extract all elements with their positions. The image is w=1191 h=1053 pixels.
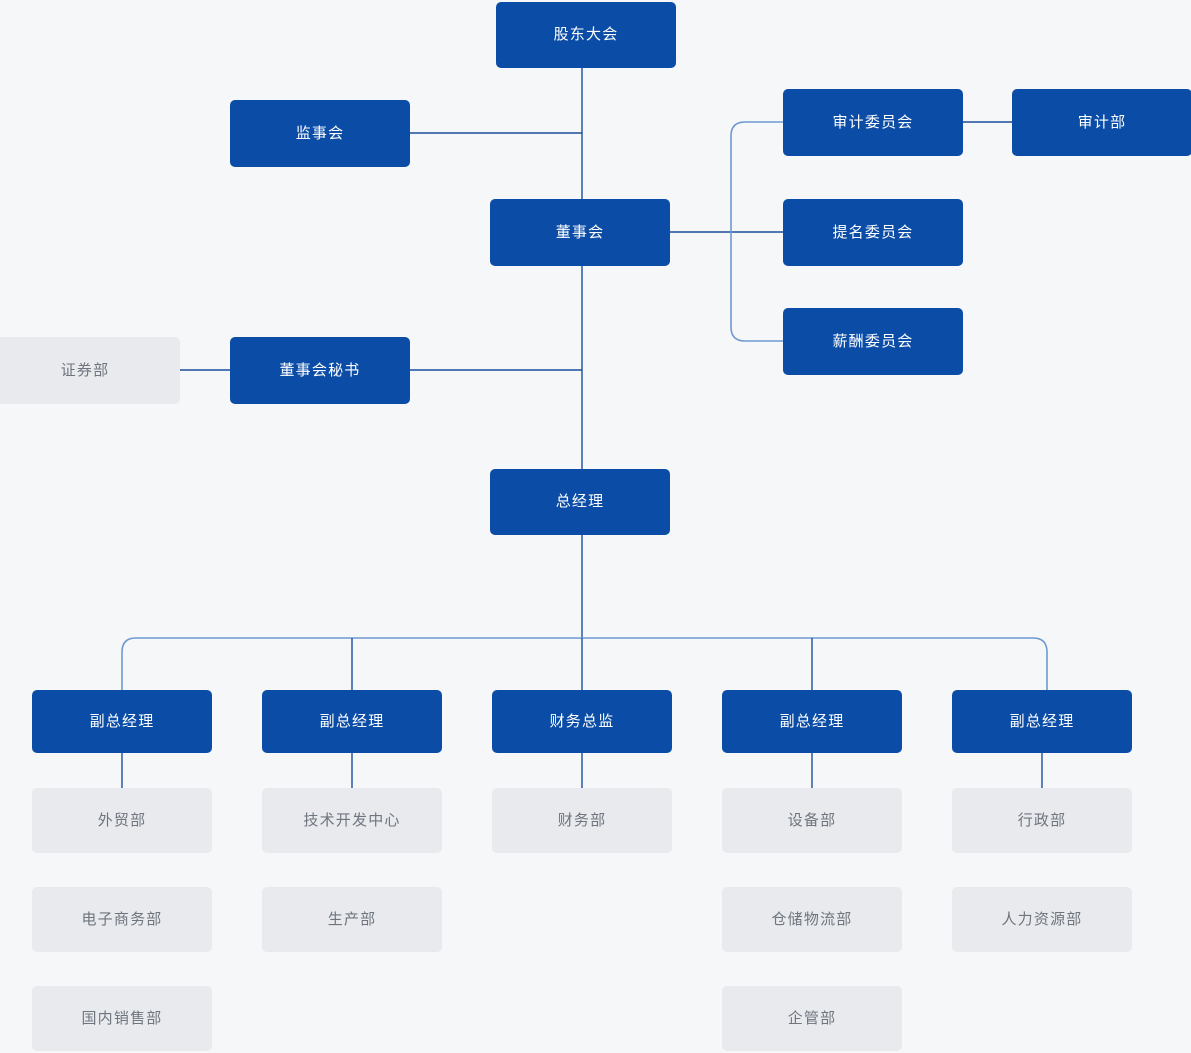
node-general-manager[interactable]: 总经理 <box>490 469 670 535</box>
node-label: 董事会秘书 <box>279 361 361 379</box>
node-label: 副总经理 <box>319 712 385 730</box>
node-deputy-gm-4[interactable]: 副总经理 <box>952 690 1132 753</box>
node-audit-department[interactable]: 审计部 <box>1012 89 1191 156</box>
node-label: 薪酬委员会 <box>832 332 914 350</box>
node-label: 国内销售部 <box>81 1009 163 1027</box>
node-label: 总经理 <box>555 493 605 511</box>
node-nomination-committee[interactable]: 提名委员会 <box>783 199 963 266</box>
node-label: 人力资源部 <box>1001 910 1083 928</box>
node-deputy-gm-3[interactable]: 副总经理 <box>722 690 902 753</box>
node-label: 生产部 <box>327 910 377 928</box>
node-deputy-gm-1[interactable]: 副总经理 <box>32 690 212 753</box>
node-deputy-gm-2[interactable]: 副总经理 <box>262 690 442 753</box>
node-board-of-directors[interactable]: 董事会 <box>490 199 670 266</box>
node-cfo[interactable]: 财务总监 <box>492 690 672 753</box>
node-label: 董事会 <box>555 223 605 241</box>
node-label: 副总经理 <box>1009 712 1075 730</box>
node-finance-dept[interactable]: 财务部 <box>492 788 672 853</box>
node-tech-dev-center[interactable]: 技术开发中心 <box>262 788 442 853</box>
node-hr-dept[interactable]: 人力资源部 <box>952 887 1132 952</box>
node-audit-committee[interactable]: 审计委员会 <box>783 89 963 156</box>
node-label: 电子商务部 <box>81 910 163 928</box>
node-production-dept[interactable]: 生产部 <box>262 887 442 952</box>
node-label: 财务部 <box>557 811 607 829</box>
node-label: 提名委员会 <box>832 223 914 241</box>
node-label: 审计部 <box>1077 113 1127 131</box>
managers-bus <box>121 637 1048 690</box>
node-label: 财务总监 <box>549 712 615 730</box>
node-label: 副总经理 <box>779 712 845 730</box>
node-label: 外贸部 <box>97 811 147 829</box>
node-domestic-sales-dept[interactable]: 国内销售部 <box>32 986 212 1051</box>
node-foreign-trade-dept[interactable]: 外贸部 <box>32 788 212 853</box>
node-ecommerce-dept[interactable]: 电子商务部 <box>32 887 212 952</box>
node-label: 监事会 <box>295 124 345 142</box>
node-remuneration-committee[interactable]: 薪酬委员会 <box>783 308 963 375</box>
node-warehouse-logistics-dept[interactable]: 仓储物流部 <box>722 887 902 952</box>
node-label: 技术开发中心 <box>303 811 401 829</box>
node-label: 行政部 <box>1017 811 1067 829</box>
node-label: 股东大会 <box>553 26 619 44</box>
node-admin-dept[interactable]: 行政部 <box>952 788 1132 853</box>
node-board-secretary[interactable]: 董事会秘书 <box>230 337 410 404</box>
node-label: 副总经理 <box>89 712 155 730</box>
node-enterprise-mgmt-dept[interactable]: 企管部 <box>722 986 902 1051</box>
node-equipment-dept[interactable]: 设备部 <box>722 788 902 853</box>
node-securities-department[interactable]: 证券部 <box>0 337 180 404</box>
node-supervisory-board[interactable]: 监事会 <box>230 100 410 167</box>
node-label: 证券部 <box>60 361 110 379</box>
node-label: 仓储物流部 <box>771 910 853 928</box>
committee-bus <box>730 121 783 342</box>
node-shareholders-meeting[interactable]: 股东大会 <box>496 2 676 68</box>
node-label: 企管部 <box>787 1009 837 1027</box>
node-label: 审计委员会 <box>832 113 914 131</box>
node-label: 设备部 <box>787 811 837 829</box>
